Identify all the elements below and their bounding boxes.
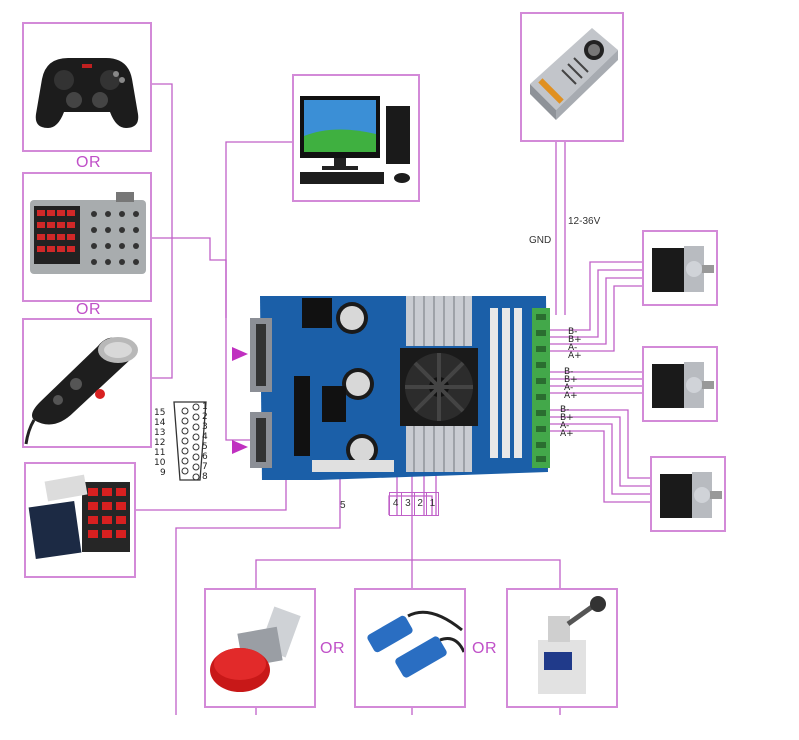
stepper-motor-icon xyxy=(652,362,714,408)
stepper-motor-icon xyxy=(660,472,722,518)
limit-switch-icon xyxy=(538,596,606,694)
or-label: OR xyxy=(76,301,101,318)
stepper-motor-frame xyxy=(642,230,718,306)
pin-number: 9 xyxy=(160,468,166,478)
motor-3-pin-labels: B- B+ A- A+ xyxy=(560,405,584,439)
gamepad-frame xyxy=(22,22,152,152)
motor-pin-label: A+ xyxy=(560,429,574,439)
limit-switch-frame xyxy=(506,588,618,708)
pin-3-label: 3 xyxy=(402,493,415,515)
motor-pin-label: A- xyxy=(564,383,574,393)
motor-pin-label: B- xyxy=(568,327,578,337)
handwheel-frame xyxy=(22,318,152,448)
computer-frame xyxy=(292,74,420,202)
pin-4-label: 4 xyxy=(390,493,403,515)
or-label: OR xyxy=(76,154,101,171)
pin-number: 3 xyxy=(202,422,208,432)
pin-number: 1 xyxy=(202,402,208,412)
db15-connector-pinout xyxy=(170,398,210,484)
db15-connector-icon xyxy=(173,401,207,481)
motor-pin-label: B- xyxy=(560,405,570,415)
voltage-label: 12-36V xyxy=(568,216,601,227)
pin-1-4-box: 4 3 2 1 xyxy=(389,492,439,516)
pin-number: 5 xyxy=(202,442,208,452)
motor-pin-label: A+ xyxy=(564,391,578,401)
pin-number: 13 xyxy=(154,428,166,438)
motor-pin-label: B- xyxy=(564,367,574,377)
motor-pin-label: A+ xyxy=(568,351,582,361)
pin-5-label: 5 xyxy=(340,500,346,511)
motor-pin-label: B+ xyxy=(564,375,578,385)
power-supply-icon xyxy=(530,28,618,120)
stepper-motor-frame xyxy=(642,346,718,422)
pin-number: 2 xyxy=(202,412,208,422)
pin-2-label: 2 xyxy=(415,493,427,515)
pin-number: 12 xyxy=(154,438,166,448)
gnd-label: GND xyxy=(529,235,552,246)
control-panel-frame xyxy=(22,172,152,302)
driver-board-graphic xyxy=(250,296,550,482)
stepper-motor-icon xyxy=(652,246,714,292)
pin-number: 7 xyxy=(202,462,208,472)
pin-number: 11 xyxy=(154,448,166,458)
or-label: OR xyxy=(472,640,497,657)
motor-2-pin-labels: B- B+ A- A+ xyxy=(564,367,588,401)
handwheel-icon xyxy=(24,337,138,445)
motor-pin-label: A- xyxy=(560,421,570,431)
pin-1-label: 1 xyxy=(429,498,436,509)
or-label: OR xyxy=(320,640,345,657)
db15-left-numbers: 15 14 13 12 11 10 9 xyxy=(154,408,170,478)
db15-right-numbers: 1 2 3 4 5 6 7 8 xyxy=(202,402,216,482)
control-panel-icon xyxy=(30,192,146,274)
motor-1-pin-labels: B- B+ A- A+ xyxy=(568,327,592,361)
motor-pin-label: A- xyxy=(568,343,578,353)
display-module-icon xyxy=(28,474,130,559)
stepper-motor-frame xyxy=(650,456,726,532)
pin-number: 6 xyxy=(202,452,208,462)
estop-frame xyxy=(204,588,316,708)
proximity-sensor-icon xyxy=(367,610,464,678)
emergency-stop-icon xyxy=(210,606,301,692)
pin-number: 15 xyxy=(154,408,166,418)
prox-frame xyxy=(354,588,466,708)
pin-number: 10 xyxy=(154,458,166,468)
motor-pin-label: B+ xyxy=(560,413,574,423)
driver-board xyxy=(250,290,550,482)
gamepad-icon xyxy=(35,58,139,128)
psu-frame xyxy=(520,12,624,142)
pin-number: 4 xyxy=(202,432,208,442)
motor-pin-label: B+ xyxy=(568,335,582,345)
display-frame xyxy=(24,462,136,578)
computer-icon xyxy=(300,96,410,184)
pin-number: 8 xyxy=(202,472,208,482)
pin-number: 14 xyxy=(154,418,166,428)
